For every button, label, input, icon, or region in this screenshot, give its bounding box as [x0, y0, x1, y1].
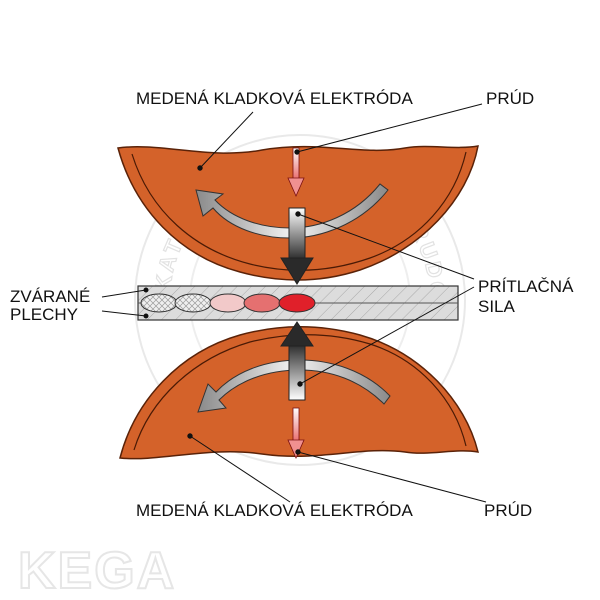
- weld-nugget-4: [243, 293, 281, 313]
- label-bottom-current: PRÚD: [484, 501, 532, 520]
- label-force-line1: PRÍTLAČNÁ: [478, 277, 574, 296]
- bottom-rotation-arrow: [197, 359, 391, 413]
- label-bottom-electrode: MEDENÁ KLADKOVÁ ELEKTRÓDA: [136, 501, 413, 520]
- kega-watermark-logo: KEGA: [18, 542, 176, 600]
- label-top-current: PRÚD: [486, 89, 534, 108]
- label-top-electrode: MEDENÁ KLADKOVÁ ELEKTRÓDA: [136, 89, 413, 108]
- bottom-current-arrow: [287, 407, 305, 459]
- label-sheets-line2: PLECHY: [10, 305, 78, 324]
- top-force-arrow: [280, 207, 314, 285]
- label-force-line2: SILA: [478, 297, 516, 316]
- weld-nugget-3: [209, 293, 247, 313]
- top-current-arrow: [287, 147, 305, 197]
- weld-nugget-2: [174, 293, 212, 313]
- label-sheets-line1: ZVÁRANÉ: [10, 287, 90, 306]
- welded-sheets: [137, 285, 459, 321]
- leader-lines: [101, 103, 487, 503]
- weld-nugget-1: [140, 293, 178, 313]
- weld-nugget-5: [278, 293, 316, 313]
